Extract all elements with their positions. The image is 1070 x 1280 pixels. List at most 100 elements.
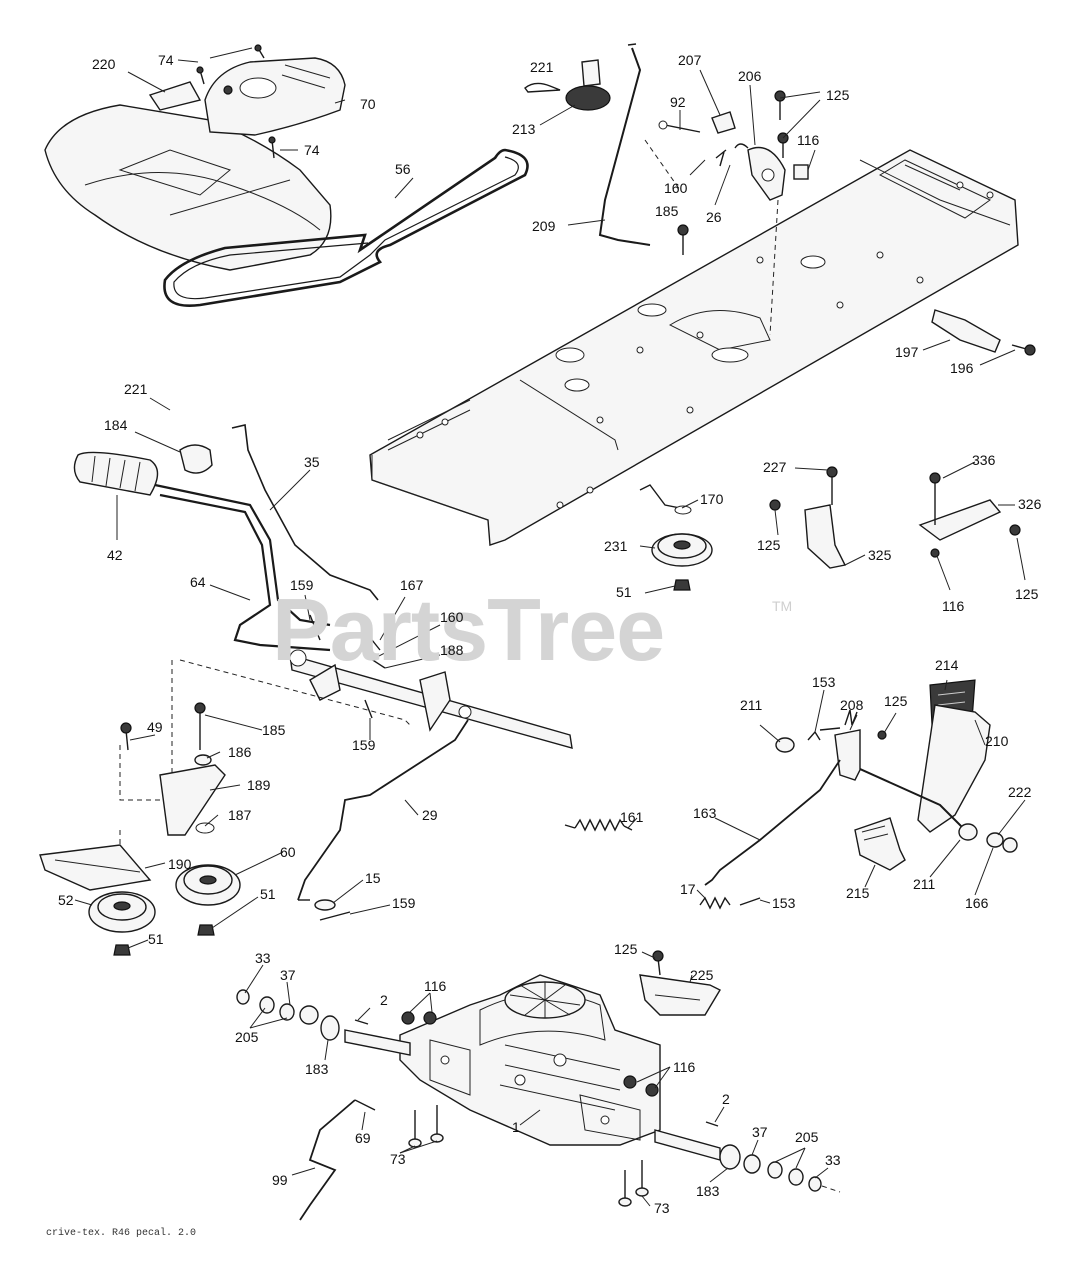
callout-153: 153 bbox=[812, 674, 836, 690]
callout-166: 166 bbox=[965, 895, 989, 911]
callout-2: 2 bbox=[380, 992, 388, 1008]
callout-116: 116 bbox=[942, 598, 965, 614]
fasteners-bottom bbox=[401, 1011, 659, 1207]
callout-35: 35 bbox=[304, 454, 320, 470]
callout-51: 51 bbox=[616, 584, 632, 600]
small-parts-top bbox=[658, 90, 809, 255]
callout-160: 160 bbox=[664, 180, 688, 196]
partstree-watermark: PartsTree bbox=[272, 580, 665, 679]
callout-125: 125 bbox=[1015, 586, 1039, 602]
callout-215: 215 bbox=[846, 885, 870, 901]
pulley-60 bbox=[175, 864, 241, 906]
callout-160: 160 bbox=[440, 609, 464, 625]
callout-15: 15 bbox=[365, 870, 381, 886]
chassis-frame bbox=[369, 139, 1019, 546]
knob-213 bbox=[565, 59, 611, 111]
callout-37: 37 bbox=[280, 967, 296, 983]
callout-159: 159 bbox=[290, 577, 314, 593]
callout-170: 170 bbox=[700, 491, 724, 507]
callout-161: 161 bbox=[620, 809, 644, 825]
callout-33: 33 bbox=[825, 1152, 841, 1168]
callout-52: 52 bbox=[58, 892, 74, 908]
callout-26: 26 bbox=[706, 209, 722, 225]
diagram-caption: crive-tex. R46 pecal. 2.0 bbox=[46, 1228, 197, 1239]
callout-197: 197 bbox=[895, 344, 919, 360]
callout-209: 209 bbox=[532, 218, 556, 234]
callout-325: 325 bbox=[868, 547, 892, 563]
callout-221: 221 bbox=[124, 381, 148, 397]
callout-163: 163 bbox=[693, 805, 717, 821]
transaxle-1 bbox=[399, 974, 661, 1146]
callout-17: 17 bbox=[680, 881, 696, 897]
callout-190: 190 bbox=[168, 856, 192, 872]
callout-207: 207 bbox=[678, 52, 702, 68]
callout-159: 159 bbox=[352, 737, 376, 753]
callout-185: 185 bbox=[655, 203, 679, 219]
axle-left bbox=[236, 989, 411, 1056]
grip-42 bbox=[73, 451, 159, 496]
callout-159: 159 bbox=[392, 895, 416, 911]
callout-33: 33 bbox=[255, 950, 271, 966]
screws-74 bbox=[196, 44, 276, 159]
drive-belt-56 bbox=[163, 148, 529, 308]
pulley-231 bbox=[651, 533, 713, 591]
callout-227: 227 bbox=[763, 459, 787, 475]
dash-panel-part-70 bbox=[204, 57, 346, 136]
callout-56: 56 bbox=[395, 161, 411, 177]
callout-210: 210 bbox=[985, 733, 1009, 749]
pulley-52 bbox=[88, 891, 156, 933]
callout-184: 184 bbox=[104, 417, 128, 433]
callout-211: 211 bbox=[740, 697, 763, 713]
callout-208: 208 bbox=[840, 697, 864, 713]
callout-205: 205 bbox=[235, 1029, 259, 1045]
callout-211: 211 bbox=[913, 876, 936, 892]
callout-336: 336 bbox=[972, 452, 996, 468]
pedal-arm-210 bbox=[839, 704, 991, 833]
clevis-15 bbox=[314, 899, 351, 921]
callout-125: 125 bbox=[826, 87, 850, 103]
callout-74: 74 bbox=[158, 52, 174, 68]
callout-183: 183 bbox=[696, 1183, 720, 1199]
callout-51: 51 bbox=[260, 886, 276, 902]
callout-214: 214 bbox=[935, 657, 959, 673]
callout-70: 70 bbox=[360, 96, 376, 112]
callout-69: 69 bbox=[355, 1130, 371, 1146]
callout-92: 92 bbox=[670, 94, 686, 110]
callout-189: 189 bbox=[247, 777, 271, 793]
nut-51-a bbox=[113, 944, 131, 956]
callout-183: 183 bbox=[305, 1061, 329, 1077]
callout-74: 74 bbox=[304, 142, 320, 158]
rod-99 bbox=[299, 1099, 376, 1221]
callout-73: 73 bbox=[654, 1200, 670, 1216]
bracket-326 bbox=[918, 472, 1021, 558]
callout-125: 125 bbox=[884, 693, 908, 709]
callout-73: 73 bbox=[390, 1151, 406, 1167]
shift-lever-64 bbox=[154, 483, 331, 652]
callout-213: 213 bbox=[512, 121, 536, 137]
callout-64: 64 bbox=[190, 574, 206, 590]
spring-17 bbox=[699, 896, 731, 910]
idler-bracket-189 bbox=[120, 702, 226, 836]
pedal-bracket-208 bbox=[819, 709, 861, 781]
callout-99: 99 bbox=[272, 1172, 288, 1188]
callout-49: 49 bbox=[147, 719, 163, 735]
bracket-197 bbox=[931, 309, 1036, 356]
bracket-325 bbox=[769, 466, 847, 569]
idler-arm-170 bbox=[639, 484, 692, 515]
callout-187: 187 bbox=[228, 807, 252, 823]
callout-125: 125 bbox=[757, 537, 781, 553]
callout-206: 206 bbox=[738, 68, 762, 84]
leader-lines bbox=[74, 47, 1026, 1207]
clip-221 bbox=[524, 82, 561, 93]
pin-153-b bbox=[739, 897, 761, 906]
nut-51-b bbox=[197, 924, 215, 936]
bracket-225 bbox=[639, 950, 721, 1016]
callout-222: 222 bbox=[1008, 784, 1032, 800]
callout-2: 2 bbox=[722, 1091, 730, 1107]
callout-29: 29 bbox=[422, 807, 438, 823]
callout-188: 188 bbox=[440, 642, 464, 658]
rod-163 bbox=[704, 759, 841, 886]
callout-116: 116 bbox=[424, 978, 447, 994]
callout-51: 51 bbox=[148, 931, 164, 947]
cross-shaft bbox=[289, 614, 573, 749]
